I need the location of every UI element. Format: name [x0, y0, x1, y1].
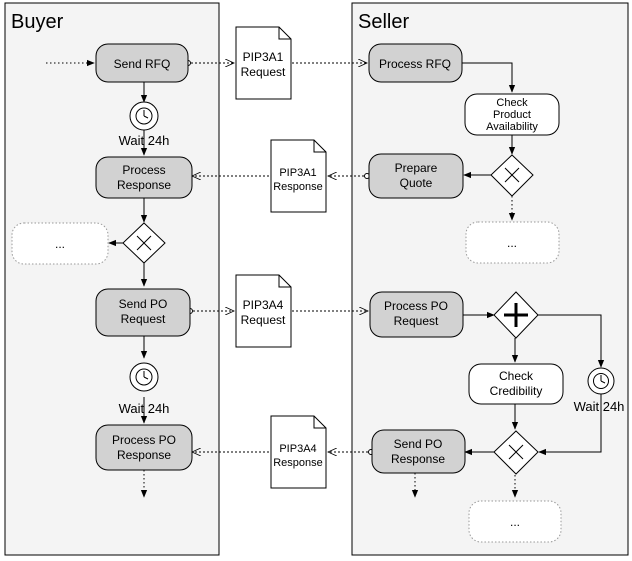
timer-label: Wait 24h — [574, 399, 625, 414]
task-label-line1: Send PO — [394, 437, 443, 451]
svg-text:Credibility: Credibility — [490, 384, 543, 398]
task-process-response[interactable]: Process Response — [95, 156, 193, 199]
x-icon — [136, 235, 152, 251]
timer-label: Wait 24h — [119, 133, 170, 148]
message-flow-quote — [192, 174, 370, 179]
svg-text:Availability: Availability — [486, 121, 538, 133]
task-check-credibility[interactable]: Check Credibility — [468, 363, 564, 405]
document-pip3a4-response[interactable]: PIP3A4 Response — [270, 415, 327, 489]
task-process-rfq[interactable]: Process RFQ — [368, 43, 463, 83]
collapsed-subprocess-seller-1[interactable]: ... — [465, 221, 560, 264]
task-send-po-response[interactable]: Send PO Response — [371, 429, 466, 474]
x-icon — [504, 167, 520, 183]
buyer-lane-title: Buyer — [11, 11, 64, 33]
document-pip3a4-request[interactable]: PIP3A4 Request — [235, 274, 292, 348]
svg-text:Check: Check — [496, 97, 528, 109]
flow-connector — [538, 314, 605, 368]
task-label-line2: Response — [391, 452, 445, 466]
x-icon — [508, 444, 524, 460]
svg-text:Request: Request — [241, 313, 286, 327]
task-process-po-response[interactable]: Process PO Response — [95, 424, 193, 471]
svg-text:Check: Check — [499, 369, 534, 383]
document-pip3a1-request[interactable]: PIP3A1 Request — [235, 26, 292, 100]
svg-text:PIP3A4: PIP3A4 — [243, 298, 284, 312]
task-label-line1: Process — [122, 163, 165, 177]
svg-text:Response: Response — [273, 181, 323, 193]
task-label-line2: Response — [117, 178, 171, 192]
task-prepare-quote[interactable]: Prepare Quote — [368, 153, 464, 199]
document-pip3a1-response[interactable]: PIP3A1 Response — [270, 139, 327, 213]
seller-lane-title: Seller — [358, 11, 409, 33]
svg-text:...: ... — [510, 515, 520, 529]
task-check-product-availability[interactable]: Check Product Availability — [464, 93, 560, 136]
collapsed-subprocess-seller-2[interactable]: ... — [468, 500, 562, 543]
svg-text:...: ... — [55, 237, 65, 251]
task-send-po-request[interactable]: Send PO Request — [95, 288, 191, 337]
task-label-line2: Quote — [400, 176, 433, 190]
buyer-lane: Buyer — [4, 2, 220, 556]
flow-connector — [538, 394, 602, 456]
flow-connector — [462, 62, 516, 93]
exclusive-gateway-seller-2[interactable] — [493, 430, 539, 475]
task-label-line2: Request — [394, 314, 439, 328]
svg-text:Response: Response — [273, 457, 323, 469]
task-label-line2: Response — [117, 448, 171, 462]
svg-text:PIP3A4: PIP3A4 — [279, 443, 316, 455]
collapsed-subprocess[interactable]: ... — [11, 222, 109, 265]
timer-event-wait-24h-seller[interactable] — [587, 367, 615, 395]
plus-icon — [504, 303, 528, 327]
exclusive-gateway[interactable] — [122, 222, 166, 264]
svg-text:Request: Request — [241, 65, 286, 79]
task-label-line1: Process PO — [112, 433, 176, 447]
svg-text:PIP3A1: PIP3A1 — [279, 167, 316, 179]
task-process-po-request[interactable]: Process PO Request — [369, 291, 464, 338]
timer-label: Wait 24h — [119, 401, 170, 416]
parallel-gateway[interactable] — [493, 291, 539, 339]
timer-event-wait-24h[interactable] — [129, 101, 159, 131]
task-label: Send RFQ — [114, 57, 171, 71]
task-send-rfq[interactable]: Send RFQ — [95, 43, 189, 83]
svg-text:PIP3A1: PIP3A1 — [243, 50, 284, 64]
timer-event-wait-24h-2[interactable] — [129, 362, 159, 392]
svg-text:Product: Product — [493, 109, 531, 121]
task-label: Process RFQ — [379, 57, 451, 71]
task-label-line1: Prepare — [395, 161, 438, 175]
exclusive-gateway-seller-1[interactable] — [490, 154, 534, 197]
task-label-line1: Send PO — [119, 297, 168, 311]
task-label-line2: Request — [121, 312, 166, 326]
task-label-line1: Process PO — [384, 299, 448, 313]
svg-text:...: ... — [507, 236, 517, 250]
